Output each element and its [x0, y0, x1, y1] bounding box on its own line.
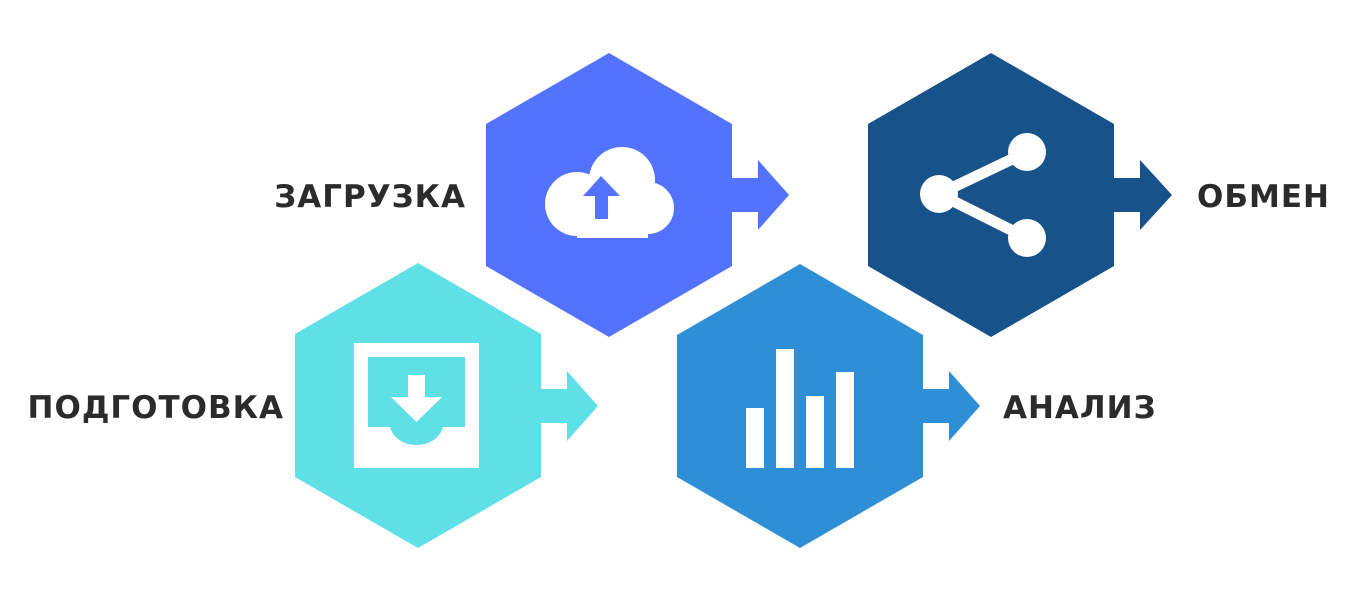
hexagon-analyze — [677, 264, 923, 548]
arrow-share — [1114, 160, 1172, 230]
arrow-prepare — [541, 371, 598, 441]
bar-chart-icon — [746, 349, 854, 468]
step-label-prepare: ПОДГОТОВКА — [28, 390, 284, 426]
share-icon — [920, 133, 1046, 257]
step-prepare: ПОДГОТОВКА — [28, 263, 598, 548]
step-upload: ЗАГРУЗКА — [274, 53, 789, 337]
inbox-download-icon — [354, 343, 479, 468]
step-label-analyze: АНАЛИЗ — [1003, 390, 1157, 426]
step-share: ОБМЕН — [868, 53, 1330, 337]
step-label-upload: ЗАГРУЗКА — [274, 179, 466, 215]
arrow-upload — [732, 160, 789, 230]
arrow-analyze — [923, 371, 980, 441]
hexagon-share — [868, 53, 1114, 337]
step-analyze: АНАЛИЗ — [677, 264, 1157, 548]
step-label-share: ОБМЕН — [1197, 179, 1330, 215]
cloud-upload-icon — [545, 147, 674, 238]
